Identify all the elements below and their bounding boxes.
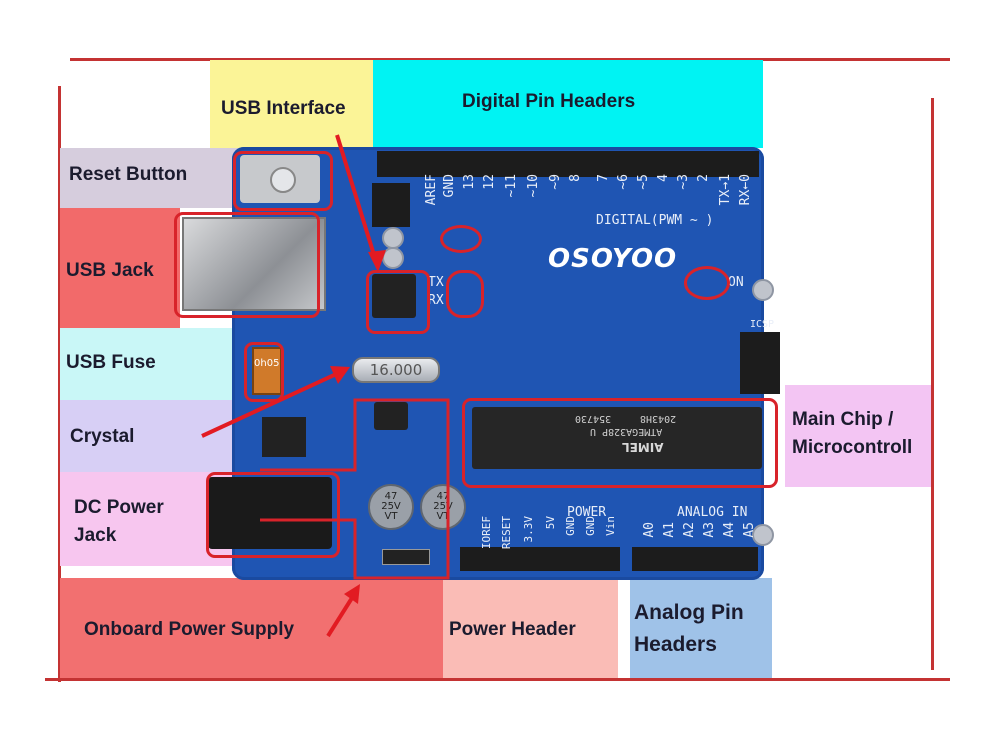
- digital-pin-header-strip: [377, 151, 759, 177]
- dc-jack-component: [208, 477, 332, 549]
- crystal-panel: [60, 400, 240, 472]
- mounting-hole-1: [752, 279, 774, 301]
- label-digital-pin-headers: Digital Pin Headers: [462, 91, 636, 112]
- icsp-silk-label: ICSP: [750, 319, 775, 330]
- reset-button-panel: [60, 148, 240, 208]
- onboard-supply-outline: [260, 398, 450, 580]
- cap2-line2: 25V: [433, 501, 453, 512]
- rx-silk-label: RX: [428, 293, 444, 308]
- label-usb-jack: USB Jack: [66, 260, 154, 281]
- label-main-chip-line1: Main Chip /: [792, 409, 894, 430]
- main-chip-panel: [785, 385, 931, 487]
- label-power-header: Power Header: [449, 619, 576, 640]
- fuse-marking: 0h05: [254, 358, 280, 369]
- icsp-header-left: [372, 183, 410, 227]
- analog-headers-panel: [630, 578, 772, 678]
- highlight-on-led: [684, 266, 730, 300]
- label-analog-pin-headers-line1: Analog Pin: [634, 601, 744, 624]
- arrow-usb-interface-head: [368, 250, 386, 272]
- power-silk-label: POWER: [567, 505, 607, 520]
- label-main-chip-line2: Microcontroll: [792, 437, 913, 458]
- diode-component: [382, 549, 430, 565]
- label-usb-interface: USB Interface: [221, 98, 346, 119]
- icsp-header-right: [740, 332, 780, 394]
- digital-silk-label: DIGITAL(PWM ~ ): [596, 213, 714, 228]
- capacitor-2: 47 25V VT: [420, 484, 466, 530]
- usb-jack-panel: [60, 208, 180, 328]
- usb-interface-panel: [210, 60, 373, 148]
- arduino-board: [182, 147, 780, 580]
- arrow-power-supply-head: [344, 584, 360, 604]
- highlight-dc-jack: [206, 472, 340, 558]
- main-chip-component: [472, 407, 762, 469]
- cap1-line1: 47: [384, 491, 398, 502]
- highlight-tx-rx-leds: [446, 270, 484, 318]
- label-crystal: Crystal: [70, 426, 135, 447]
- label-onboard-power-supply: Onboard Power Supply: [84, 619, 295, 640]
- cap2-line1: 47: [436, 491, 450, 502]
- label-reset-button: Reset Button: [69, 164, 188, 185]
- label-analog-pin-headers-line2: Headers: [634, 633, 717, 656]
- highlight-usb-fuse: [244, 342, 284, 402]
- power-header-panel: [443, 578, 618, 678]
- label-dc-power-jack-line1: DC Power: [74, 497, 164, 518]
- usb-interface-chip: [372, 274, 416, 318]
- reset-button-cap: [270, 167, 296, 193]
- cap1-line2: 25V: [381, 501, 401, 512]
- power-pin-header-strip: [460, 547, 620, 571]
- arrow-crystal-shaft: [201, 368, 346, 438]
- analog-pin-header-strip: [632, 547, 758, 571]
- power-regulator-chip: [374, 402, 408, 430]
- usb-fuse-panel: [60, 328, 240, 400]
- arrow-crystal-head: [330, 366, 350, 384]
- label-dc-power-jack-line2: Jack: [74, 525, 117, 546]
- cap2-line3: VT: [436, 511, 450, 522]
- highlight-usb-interface: [366, 270, 430, 334]
- highlight-main-chip: [462, 398, 778, 488]
- frame-left-line: [58, 86, 61, 682]
- highlight-usb-jack: [174, 212, 320, 318]
- label-usb-fuse: USB Fuse: [66, 352, 156, 373]
- cap1-line3: VT: [384, 511, 398, 522]
- digital-headers-panel: [373, 60, 763, 148]
- frame-bottom-line: [45, 678, 950, 681]
- voltage-regulator: [262, 417, 306, 457]
- arrow-usb-interface-shaft: [335, 134, 380, 269]
- capacitor-1: 47 25V VT: [368, 484, 414, 530]
- tx-silk-label: TX: [428, 275, 444, 290]
- analog-silk-label: ANALOG IN: [677, 505, 748, 520]
- highlight-reset-button: [233, 151, 333, 211]
- mounting-hole-2: [752, 524, 774, 546]
- frame-right-line: [931, 98, 934, 670]
- onboard-supply-panel: [60, 578, 443, 678]
- board-logo: OSOYOO: [548, 244, 678, 274]
- crystal-component: 16.000: [352, 357, 440, 383]
- highlight-led-l: [440, 225, 482, 253]
- usb-jack-component: [182, 217, 326, 311]
- on-silk-label: ON: [728, 275, 744, 290]
- frame-top-line: [70, 58, 950, 61]
